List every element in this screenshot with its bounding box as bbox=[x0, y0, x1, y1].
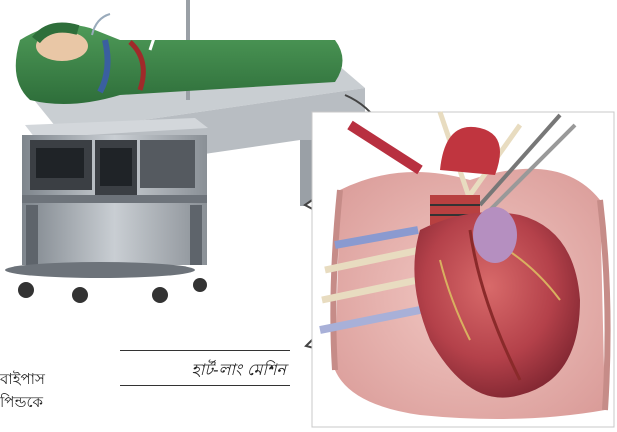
surgery-inset bbox=[312, 112, 614, 427]
caption-text: হার্ট-লাং মেশিন bbox=[191, 357, 286, 384]
caption: হার্ট-লাং মেশিন bbox=[120, 350, 290, 386]
heart-lung-machine bbox=[5, 118, 208, 303]
edge-text-line-2: পিন্ডকে bbox=[0, 391, 43, 416]
edge-text-line-1: বাইপাস bbox=[0, 368, 45, 393]
